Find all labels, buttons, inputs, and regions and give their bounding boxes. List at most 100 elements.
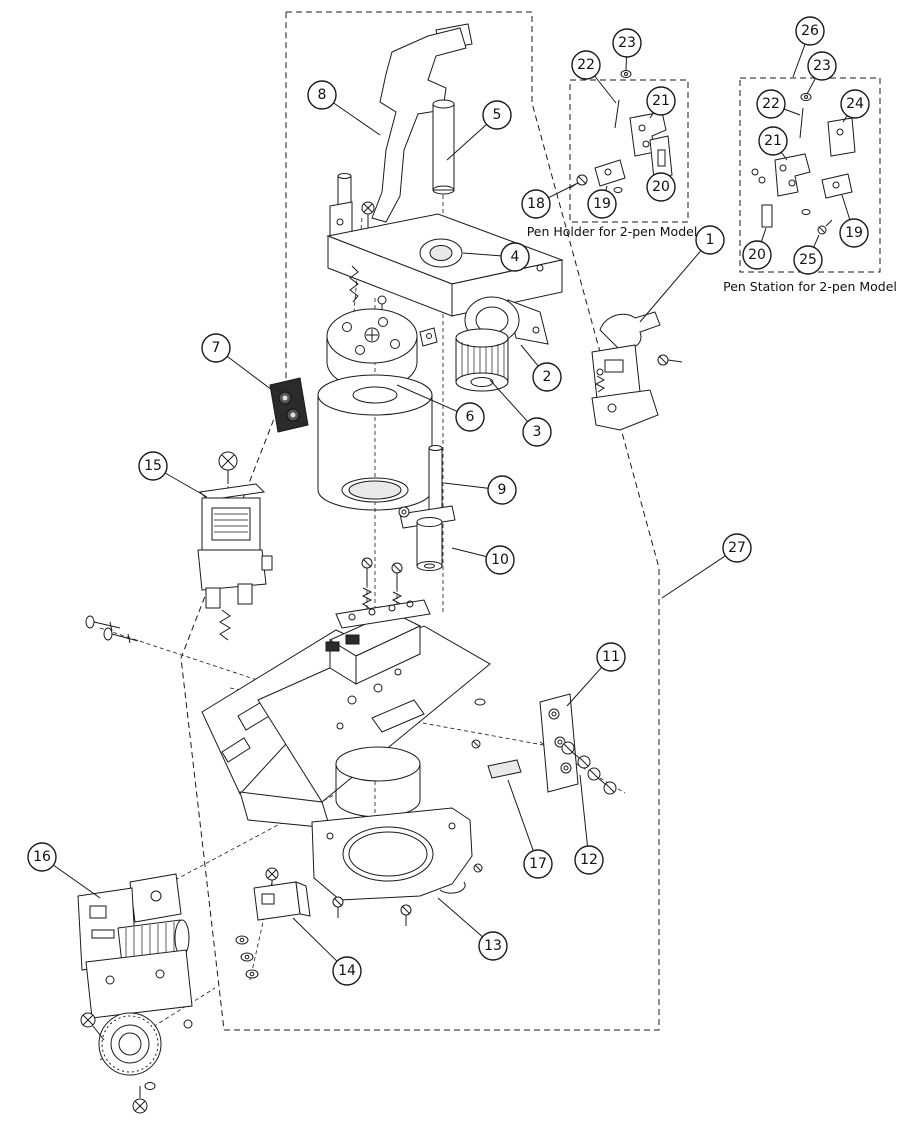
callout-14 (332, 956, 362, 986)
callout-number-21: 21 (764, 133, 782, 149)
callout-24 (840, 89, 870, 119)
callout-3 (522, 417, 552, 447)
part-stopper (235, 867, 311, 979)
callout-10 (485, 545, 515, 575)
pen-station-subassembly (751, 93, 856, 235)
callout-number-14: 14 (338, 963, 356, 979)
leader-line-15 (164, 472, 208, 498)
callout-number-1: 1 (706, 232, 715, 248)
leader-line-17 (507, 779, 534, 851)
callout-number-2: 2 (543, 369, 552, 385)
callout-number-12: 12 (580, 852, 598, 868)
leader-line-23 (625, 56, 627, 71)
callout-21 (758, 126, 788, 156)
part-collar-ring (419, 238, 463, 268)
mount-screws-upper (335, 557, 431, 629)
callout-6 (455, 402, 485, 432)
part-flat-cable (371, 23, 473, 223)
part-damper-cylinder (398, 505, 456, 571)
chassis-frame (201, 611, 491, 873)
callout-number-6: 6 (466, 409, 475, 425)
callout-23 (612, 28, 642, 58)
leader-line-9 (443, 482, 489, 489)
callout-20 (742, 240, 772, 270)
callout-number-23: 23 (618, 35, 636, 51)
callout-number-27: 27 (728, 540, 746, 556)
callout-20 (646, 172, 676, 202)
callout-8 (307, 80, 337, 110)
leader-line-8 (333, 102, 381, 136)
leader-line-26 (792, 43, 806, 78)
leader-line-11 (566, 667, 602, 707)
part-motor-flange (326, 308, 418, 390)
part-spacer (487, 759, 522, 779)
callout-18 (521, 189, 551, 219)
leader-line-24 (842, 115, 848, 123)
callout-number-20: 20 (652, 179, 670, 195)
part-damper-rod (428, 445, 443, 517)
leader-line-2 (520, 344, 539, 367)
leader-line-10 (451, 547, 487, 558)
leader-line-21 (780, 152, 788, 161)
leader-line-3 (489, 379, 528, 422)
callout-27 (722, 533, 752, 563)
callout-number-10: 10 (491, 552, 509, 568)
leader-line-1 (639, 250, 702, 323)
callout-number-7: 7 (212, 340, 221, 356)
callout-number-21: 21 (652, 93, 670, 109)
callout-number-13: 13 (484, 938, 502, 954)
leader-line-6 (396, 384, 458, 412)
callout-number-22: 22 (762, 96, 780, 112)
callout-number-25: 25 (799, 252, 817, 268)
callout-number-26: 26 (801, 23, 819, 39)
callout-number-17: 17 (529, 856, 547, 872)
leader-line-7 (226, 355, 273, 391)
leader-line-20 (760, 227, 767, 242)
callout-15 (138, 451, 168, 481)
part-drum (317, 374, 433, 511)
roller-knurl-texture (125, 922, 175, 962)
part-solenoid (197, 451, 273, 641)
callout-number-4: 4 (511, 249, 520, 265)
leader-line-22 (594, 75, 617, 104)
leader-line-19 (841, 194, 851, 220)
leader-line-21 (649, 112, 654, 119)
part-pen-holder-assembly (591, 311, 683, 431)
callout-26 (795, 16, 825, 46)
chassis-screws-left (85, 615, 139, 644)
pen-station-caption: Pen Station for 2-pen Model (723, 279, 897, 294)
callout-21 (646, 86, 676, 116)
callout-23 (807, 51, 837, 81)
leader-line-22 (783, 108, 801, 116)
callout-1 (695, 225, 725, 255)
callout-number-24: 24 (846, 96, 864, 112)
part-knurled-knob (455, 328, 509, 392)
part-bearing-plate (539, 693, 579, 793)
leader-line-18 (548, 182, 579, 199)
callout-2 (532, 362, 562, 392)
callout-number-19: 19 (593, 196, 611, 212)
leader-line-14 (292, 917, 338, 962)
callout-19 (587, 189, 617, 219)
pen-holder-subassembly (569, 70, 673, 193)
callout-16 (27, 842, 57, 872)
part-base-bracket (311, 807, 473, 926)
callout-number-22: 22 (577, 57, 595, 73)
callout-number-3: 3 (533, 424, 542, 440)
callout-number-11: 11 (602, 649, 620, 665)
callout-number-8: 8 (318, 87, 327, 103)
leader-line-12 (579, 774, 588, 847)
leader-line-16 (53, 864, 101, 899)
callout-9 (487, 475, 517, 505)
leader-line-4 (462, 252, 502, 257)
callout-11 (596, 642, 626, 672)
callout-number-15: 15 (144, 458, 162, 474)
callout-number-18: 18 (527, 196, 545, 212)
callout-5 (482, 100, 512, 130)
callout-7 (201, 333, 231, 363)
leader-lines (53, 43, 851, 962)
callout-17 (523, 849, 553, 879)
callout-12 (574, 845, 604, 875)
callout-19 (839, 218, 869, 248)
